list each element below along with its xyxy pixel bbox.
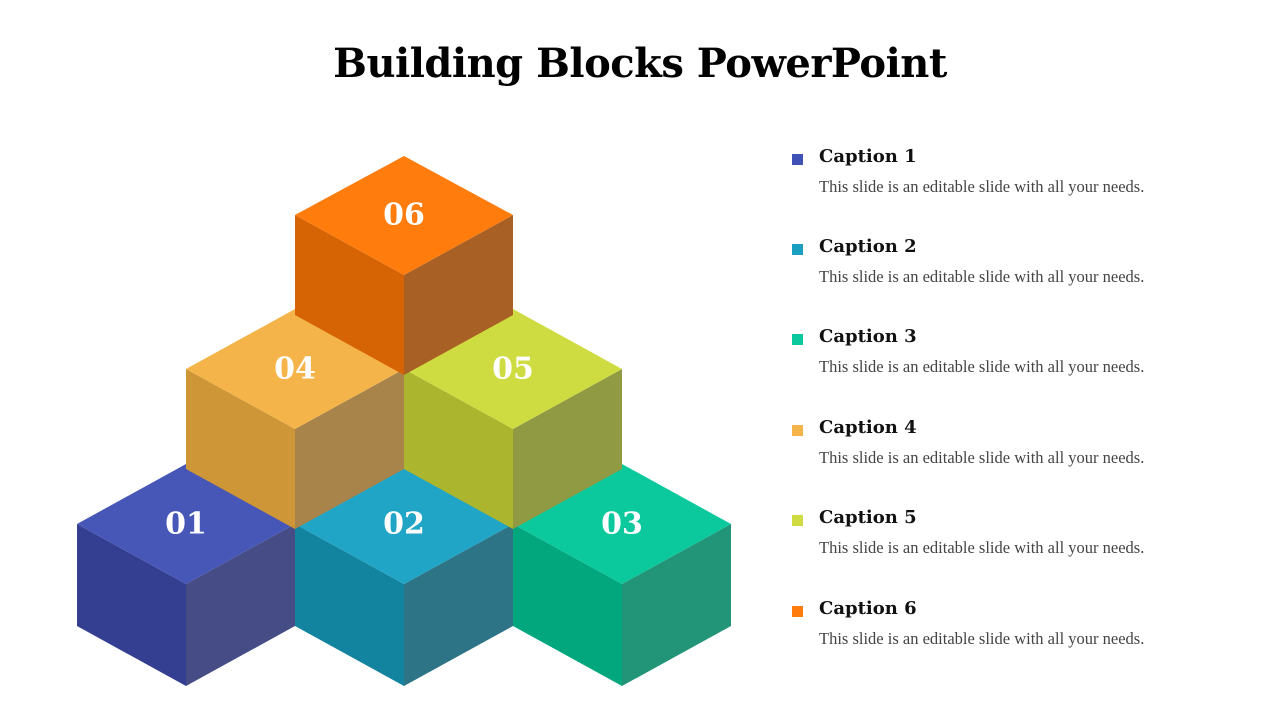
cube-04-label: 04 — [274, 352, 316, 387]
cube-06-left-face — [295, 215, 404, 375]
cube-06-label: 06 — [383, 198, 425, 233]
cube-03-left-face — [513, 524, 622, 686]
cube-05-right-face — [513, 369, 622, 529]
caption-5-text: This slide is an editable slide with all… — [819, 538, 1145, 557]
cube-02-label: 02 — [383, 507, 425, 542]
cube-02-right-face — [404, 524, 513, 686]
cube-01-right-face — [186, 524, 295, 686]
slide-title: Building Blocks PowerPoint — [333, 40, 947, 87]
caption-4-text: This slide is an editable slide with all… — [819, 448, 1145, 467]
caption-4-bullet — [792, 425, 803, 436]
caption-1-title: Caption 1 — [819, 146, 917, 167]
cube-03-right-face — [622, 524, 731, 686]
cube-06-right-face — [404, 215, 513, 375]
cube-01-label: 01 — [165, 507, 207, 542]
caption-1-text: This slide is an editable slide with all… — [819, 177, 1145, 196]
caption-4-title: Caption 4 — [819, 417, 917, 438]
caption-6-bullet — [792, 606, 803, 617]
cube-02-left-face — [295, 524, 404, 686]
caption-2-bullet — [792, 244, 803, 255]
cube-03-label: 03 — [601, 507, 643, 542]
caption-6-title: Caption 6 — [819, 598, 917, 619]
cube-06[interactable]: 06 — [295, 156, 513, 375]
caption-2-title: Caption 2 — [819, 236, 917, 257]
caption-5-title: Caption 5 — [819, 507, 917, 528]
cube-04[interactable]: 04 — [186, 309, 404, 529]
caption-1-bullet — [792, 154, 803, 165]
cube-06-top-face — [295, 156, 513, 275]
cube-05-label: 05 — [492, 352, 534, 387]
caption-3-text: This slide is an editable slide with all… — [819, 357, 1145, 376]
cube-04-left-face — [186, 369, 295, 529]
caption-3-title: Caption 3 — [819, 326, 917, 347]
caption-5-bullet — [792, 515, 803, 526]
cube-04-right-face — [295, 369, 404, 529]
cube-01-left-face — [77, 524, 186, 686]
cube-05-left-face — [404, 369, 513, 529]
caption-6-text: This slide is an editable slide with all… — [819, 629, 1145, 648]
caption-2-text: This slide is an editable slide with all… — [819, 267, 1145, 286]
caption-3-bullet — [792, 334, 803, 345]
